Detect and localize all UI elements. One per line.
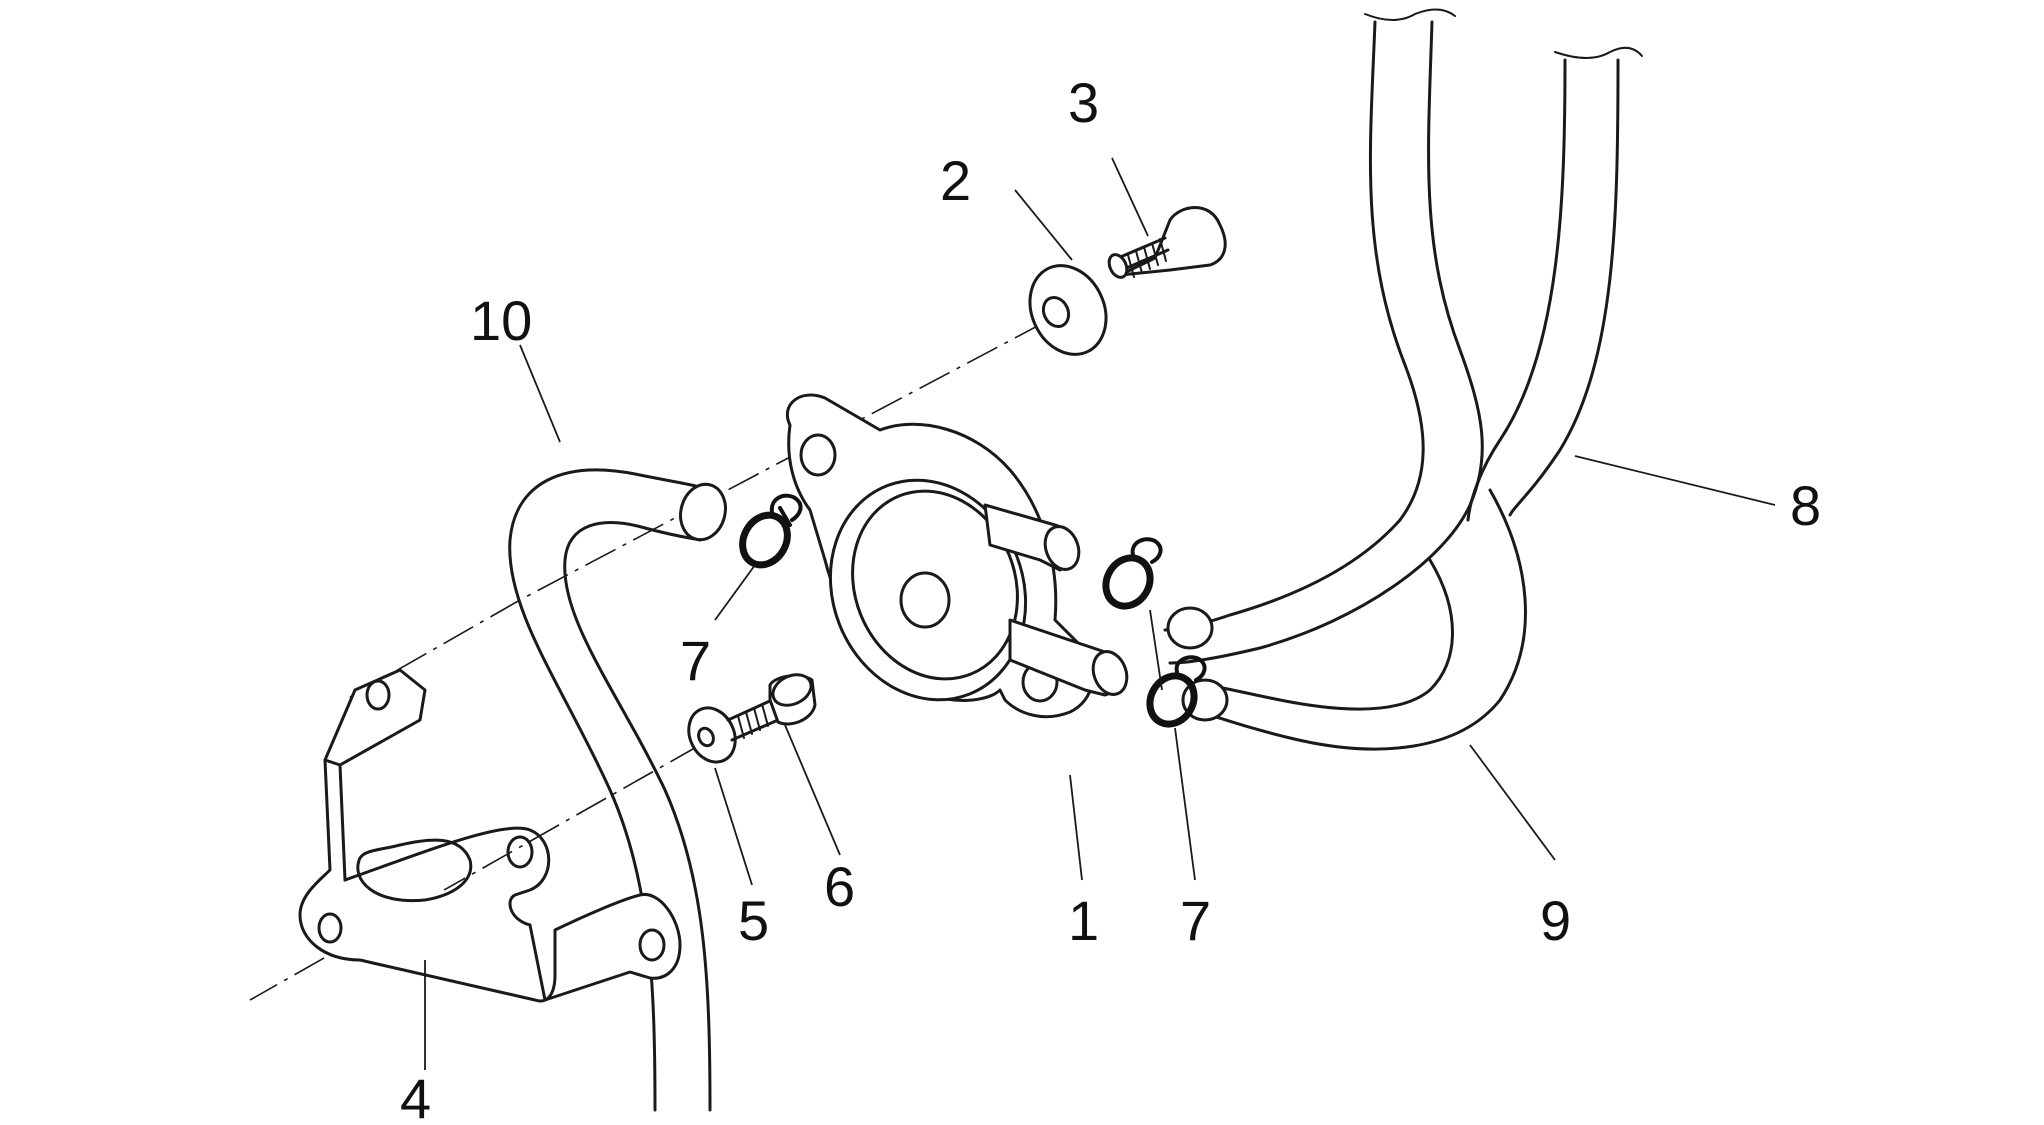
pump-lower-nipple-end bbox=[1091, 650, 1129, 696]
bracket-fold-line bbox=[338, 763, 347, 882]
part-10-hose bbox=[508, 468, 727, 1112]
bracket-slot-outline bbox=[343, 826, 551, 927]
callout-7-right: 7 bbox=[1180, 889, 1211, 952]
clip-left-ring bbox=[739, 511, 791, 569]
bracket-edge bbox=[528, 923, 547, 1002]
hose-8-outer bbox=[1163, 20, 1425, 632]
leader-6 bbox=[784, 724, 841, 856]
clip-left-tab bbox=[769, 493, 803, 522]
upper-assembly-axis bbox=[519, 321, 1046, 601]
leader-1 bbox=[1069, 774, 1083, 881]
part-9-hose bbox=[1166, 488, 1527, 751]
bracket-top-flange bbox=[323, 668, 427, 767]
pump-cover-rim bbox=[851, 489, 1019, 681]
leader-7-left bbox=[714, 564, 756, 621]
hose-8-right-inner bbox=[1508, 58, 1620, 517]
leader-8 bbox=[1574, 455, 1776, 506]
pump-upper-mount-hole bbox=[799, 433, 837, 477]
screw-3-tip bbox=[1107, 253, 1129, 279]
hose-8-break-right bbox=[1554, 46, 1643, 59]
part-7-clip-center bbox=[1102, 537, 1163, 610]
part-3-screw bbox=[1107, 206, 1227, 279]
callout-5: 5 bbox=[738, 889, 769, 952]
callout-1: 1 bbox=[1068, 889, 1099, 952]
part-1-pump bbox=[786, 393, 1129, 719]
part-4-bracket bbox=[298, 668, 682, 1003]
hose-10-inner bbox=[563, 521, 712, 1112]
part-8-hose bbox=[1163, 8, 1643, 665]
callout-7-left: 7 bbox=[680, 629, 711, 692]
clip-left-tab-gap bbox=[778, 506, 792, 527]
bracket-body bbox=[298, 759, 682, 1003]
pump-upper-nipple-end bbox=[1043, 525, 1081, 571]
part-7-clip-left bbox=[739, 493, 803, 569]
hose-8-end bbox=[1166, 606, 1214, 650]
hose-9-inner bbox=[1210, 558, 1454, 711]
hose-8-break-left bbox=[1364, 8, 1456, 21]
lower-assembly-axis bbox=[249, 744, 701, 1001]
bracket-right-hole bbox=[638, 928, 666, 962]
clip-lower-tab bbox=[1174, 655, 1207, 682]
callout-4: 4 bbox=[400, 1067, 431, 1125]
leader-2 bbox=[1014, 189, 1073, 261]
leader-7-center-down bbox=[1149, 609, 1163, 691]
callout-2: 2 bbox=[940, 149, 971, 212]
leader-7-lower bbox=[1174, 727, 1196, 881]
hose-9-outer bbox=[1198, 488, 1527, 751]
part-5-washer bbox=[687, 706, 737, 764]
callout-6: 6 bbox=[824, 855, 855, 918]
screw-6-shank bbox=[726, 698, 780, 742]
clip-center-ring bbox=[1102, 554, 1154, 610]
callout-labels: 3 2 10 8 7 6 5 1 7 9 4 bbox=[400, 71, 1821, 1125]
leader-5 bbox=[714, 767, 753, 886]
screw-6-thread bbox=[737, 703, 769, 739]
pump-center-boss bbox=[899, 571, 951, 629]
leader-9 bbox=[1469, 744, 1556, 861]
part-6-screw bbox=[726, 673, 817, 742]
leader-lines bbox=[424, 157, 1776, 1070]
callout-8: 8 bbox=[1790, 474, 1821, 537]
washer-2-hole bbox=[1041, 295, 1071, 329]
leader-3 bbox=[1111, 157, 1149, 237]
bracket-top-hole bbox=[365, 679, 391, 711]
bracket-left-hole bbox=[317, 912, 343, 944]
hose-8-right-outer bbox=[1466, 58, 1567, 522]
part-7-clip-lower bbox=[1146, 655, 1207, 728]
hose-10-end bbox=[679, 482, 727, 542]
screw-3-head bbox=[1118, 206, 1227, 277]
callout-3: 3 bbox=[1068, 71, 1099, 134]
clip-center-tab bbox=[1130, 537, 1163, 564]
bracket-mid-hole bbox=[506, 835, 534, 869]
leader-10 bbox=[519, 344, 561, 443]
bracket-slot bbox=[356, 838, 473, 903]
screw-6-head-top bbox=[771, 673, 813, 707]
washer-5-hole bbox=[697, 726, 715, 748]
screw-3-shank bbox=[1116, 236, 1170, 272]
clip-lower-ring bbox=[1146, 672, 1198, 728]
part-2-washer bbox=[1028, 264, 1108, 356]
callout-10: 10 bbox=[470, 289, 532, 352]
callout-9: 9 bbox=[1540, 889, 1571, 952]
hose-10-outer bbox=[508, 468, 712, 1112]
screw-3-thread bbox=[1127, 238, 1167, 278]
